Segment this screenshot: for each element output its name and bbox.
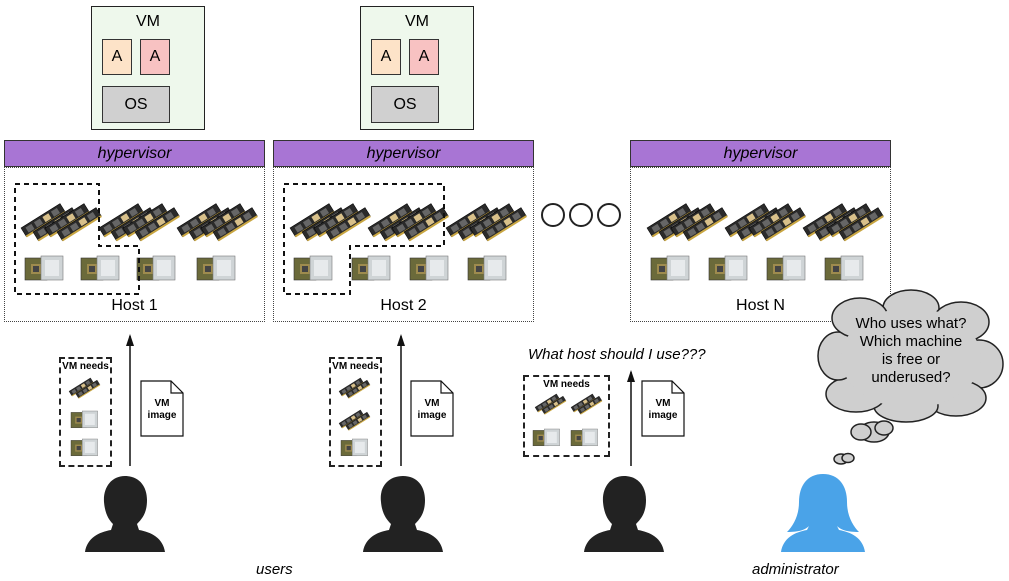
host-n: Host N bbox=[630, 167, 891, 322]
admin-label: administrator bbox=[752, 561, 839, 578]
vm-box-2: VM A A OS bbox=[360, 6, 474, 130]
host-hardware bbox=[283, 183, 535, 295]
thought-cloud-icon bbox=[817, 289, 1004, 465]
vm-needs-box-1: VM needs bbox=[59, 357, 112, 467]
vm-needs-box-2: VM needs bbox=[329, 357, 382, 467]
vm-needs-label: VM needs bbox=[543, 379, 590, 390]
host-label: Host 1 bbox=[111, 297, 158, 314]
vm-title: VM bbox=[405, 13, 429, 30]
admin-icon bbox=[781, 474, 865, 552]
os-box: OS bbox=[102, 86, 170, 123]
admin-thought-text: Who uses what? Which machine is free or … bbox=[855, 315, 967, 386]
app-box: A bbox=[371, 39, 401, 75]
user-icon bbox=[85, 476, 165, 552]
host-label: Host N bbox=[736, 297, 785, 314]
needs-hardware bbox=[68, 377, 101, 457]
ellipsis-icon bbox=[541, 203, 621, 227]
document-icon bbox=[410, 380, 454, 437]
vm-box-1: VM A A OS bbox=[91, 6, 205, 130]
user-icon bbox=[363, 476, 443, 552]
host-2: Host 2 bbox=[273, 167, 534, 322]
document-icon bbox=[140, 380, 184, 437]
hypervisor-bar-n: hypervisor bbox=[630, 140, 891, 167]
host-label: Host 2 bbox=[380, 297, 427, 314]
vm-needs-box-3: VM needs bbox=[523, 375, 610, 457]
document-icon bbox=[641, 380, 685, 437]
app-box: A bbox=[409, 39, 439, 75]
host-hardware bbox=[14, 183, 266, 295]
hypervisor-bar-1: hypervisor bbox=[4, 140, 265, 167]
user-icon bbox=[584, 476, 664, 552]
vm-needs-label: VM needs bbox=[62, 361, 109, 372]
vm-needs-label: VM needs bbox=[332, 361, 379, 372]
os-box: OS bbox=[371, 86, 439, 123]
host-1: Host 1 bbox=[4, 167, 265, 322]
hypervisor-bar-2: hypervisor bbox=[273, 140, 534, 167]
users-label: users bbox=[256, 561, 293, 578]
app-box: A bbox=[102, 39, 132, 75]
needs-hardware bbox=[338, 377, 371, 457]
vm-title: VM bbox=[136, 13, 160, 30]
app-box: A bbox=[140, 39, 170, 75]
needs-hardware bbox=[532, 393, 603, 447]
host-question: What host should I use??? bbox=[528, 346, 706, 363]
